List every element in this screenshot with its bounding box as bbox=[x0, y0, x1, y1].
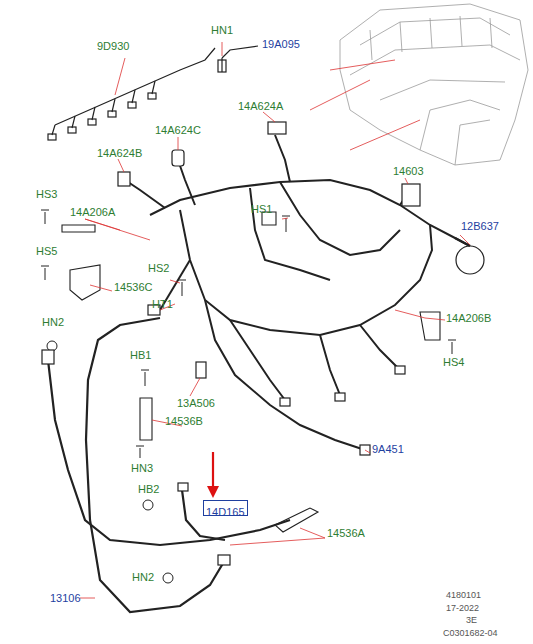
callout-label: HN2 bbox=[42, 316, 64, 328]
engine-sketch bbox=[340, 4, 528, 165]
engine-harness bbox=[125, 135, 470, 450]
callout-label: 4180101 bbox=[446, 589, 481, 601]
callout-label: HN3 bbox=[131, 462, 153, 474]
injector-harness bbox=[48, 48, 215, 140]
part-box: 14D165 bbox=[203, 500, 248, 516]
callout-label: 14A206B bbox=[446, 312, 491, 324]
callout-label: 14536A bbox=[327, 527, 365, 539]
callout-label: HB1 bbox=[130, 349, 151, 361]
harness-connector bbox=[118, 122, 484, 455]
callout-label: 14A624C bbox=[155, 124, 201, 136]
bracket bbox=[62, 212, 440, 532]
callout-label: 19A095 bbox=[262, 38, 300, 50]
callout-label: HS1 bbox=[251, 203, 272, 215]
part-number: 14D165 bbox=[206, 506, 245, 518]
callout-label: 12B637 bbox=[461, 220, 499, 232]
callout-label: 14A206A bbox=[70, 206, 115, 218]
callout-label: 9A451 bbox=[372, 443, 404, 455]
callout-label: 3E bbox=[466, 614, 477, 626]
callout-label: 14A624B bbox=[97, 147, 142, 159]
callout-label: HS2 bbox=[148, 262, 169, 274]
callout-label: 17-2022 bbox=[446, 602, 479, 614]
callout-label: HS3 bbox=[36, 188, 57, 200]
callout-label: 9D930 bbox=[97, 40, 129, 52]
callout-label: 14536B bbox=[165, 415, 203, 427]
leader-line bbox=[80, 42, 470, 598]
callout-label: HN2 bbox=[132, 571, 154, 583]
fastener bbox=[41, 210, 456, 583]
callout-label: HT1 bbox=[152, 298, 173, 310]
callout-label: HN1 bbox=[211, 24, 233, 36]
callout-label: C0301682-04 bbox=[443, 627, 498, 639]
callout-label: 14536C bbox=[114, 281, 153, 293]
callout-label: 13A506 bbox=[177, 397, 215, 409]
callout-label: 14603 bbox=[393, 165, 424, 177]
callout-label: HB2 bbox=[138, 483, 159, 495]
callout-label: 13106 bbox=[50, 592, 81, 604]
battery-cable bbox=[48, 318, 290, 612]
callout-label: HS5 bbox=[36, 245, 57, 257]
callout-label: 14A624A bbox=[238, 100, 283, 112]
callout-label: HS4 bbox=[443, 356, 464, 368]
